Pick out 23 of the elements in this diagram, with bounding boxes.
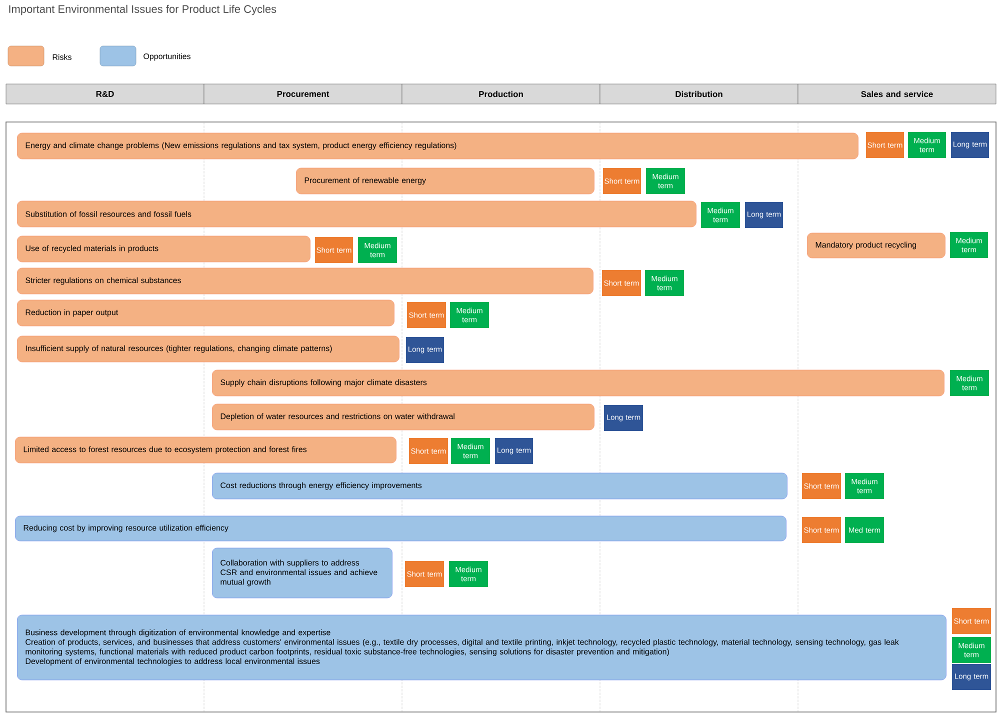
process-box: Sales and service xyxy=(798,84,996,104)
risk-bar: Mandatory product recycling xyxy=(807,232,946,258)
opportunity-bar: Reducing cost by improving resource utilization efficiency xyxy=(15,516,786,542)
process-box: R&D xyxy=(6,84,204,104)
risk-bar: Supply chain disruptions following major climate disasters xyxy=(212,370,944,396)
risk-bar: Limited access to forest resources due to ecosystem protection and forest fires xyxy=(15,436,396,464)
opportunity-bar: Business development through digitization of environmental knowledge and expertise Creation of products, services, and businesses that address customers' environmental issues (e.g., textile dry processes, digital and textile printing, inkjet technology, recycled plastic technology, material technology, sensing technology, gas leak monitoring systems, functional materials with reduced product carbon footprints, residual toxic substance-free technologies, sensing solutions for disaster prevention and mitigation) Development of environmental technologies to address local environmental issues xyxy=(17,614,946,680)
risk-bar: Use of recycled materials in products xyxy=(17,236,310,262)
risk-bar: Depletion of water resources and restrictions on water withdrawal xyxy=(212,404,594,430)
legend-label: Opportunities xyxy=(144,53,190,61)
risk-bar: Procurement of renewable energy xyxy=(296,168,594,194)
risk-bar: Substitution of fossil resources and fossil fuels xyxy=(17,200,696,228)
risk-bar: Energy and climate change problems (New emissions regulations and tax system, product energy efficiency regulations) xyxy=(17,132,858,160)
risk-bar: Reduction in paper output xyxy=(17,300,394,326)
risk-bar: Stricter regulations on chemical substances xyxy=(17,268,594,294)
process-box: Procurement xyxy=(204,84,402,104)
legend-label: Risks xyxy=(52,54,72,60)
process-box: Production xyxy=(402,84,600,104)
title: Important Environmental Issues for Product Life Cycles xyxy=(9,4,276,16)
risk-bar: Insufficient supply of natural resources (tighter regulations, changing climate patterns) xyxy=(17,336,400,362)
opportunity-bar: Collaboration with suppliers to address CSR and environmental issues and achieve mutual growth xyxy=(212,548,392,598)
process-box: Distribution xyxy=(600,84,798,104)
opportunity-bar: Cost reductions through energy efficiency improvements xyxy=(212,472,788,500)
